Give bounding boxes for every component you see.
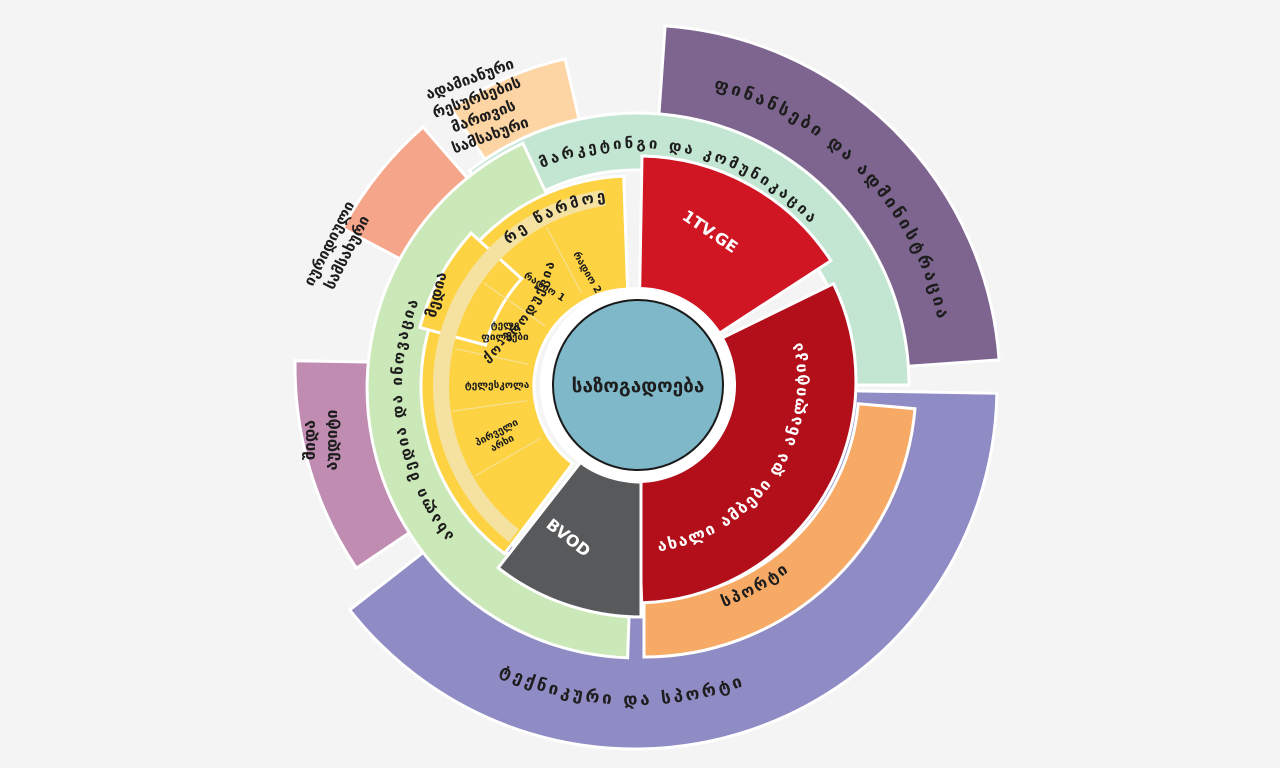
production-dividers bbox=[452, 226, 583, 477]
segment-coproduction bbox=[432, 189, 606, 542]
production-item[interactable]: ტელესკოლა bbox=[465, 379, 530, 391]
production-divider bbox=[454, 348, 529, 365]
production-divider bbox=[546, 226, 583, 294]
production-item-label: ფილმები bbox=[481, 331, 529, 343]
label-audit-line: შიდა bbox=[300, 420, 319, 460]
center-label: საზოგადოება bbox=[572, 375, 705, 397]
segment-sport[interactable] bbox=[642, 402, 917, 659]
production-item-label: ტელესკოლა bbox=[465, 379, 530, 391]
production-divider bbox=[483, 282, 546, 327]
production-item-label: ტელე bbox=[491, 320, 520, 331]
production-divider bbox=[452, 400, 528, 412]
label-audit-line: აუდიტი bbox=[322, 410, 341, 471]
production-divider bbox=[474, 438, 541, 477]
center-disc[interactable] bbox=[552, 299, 724, 471]
